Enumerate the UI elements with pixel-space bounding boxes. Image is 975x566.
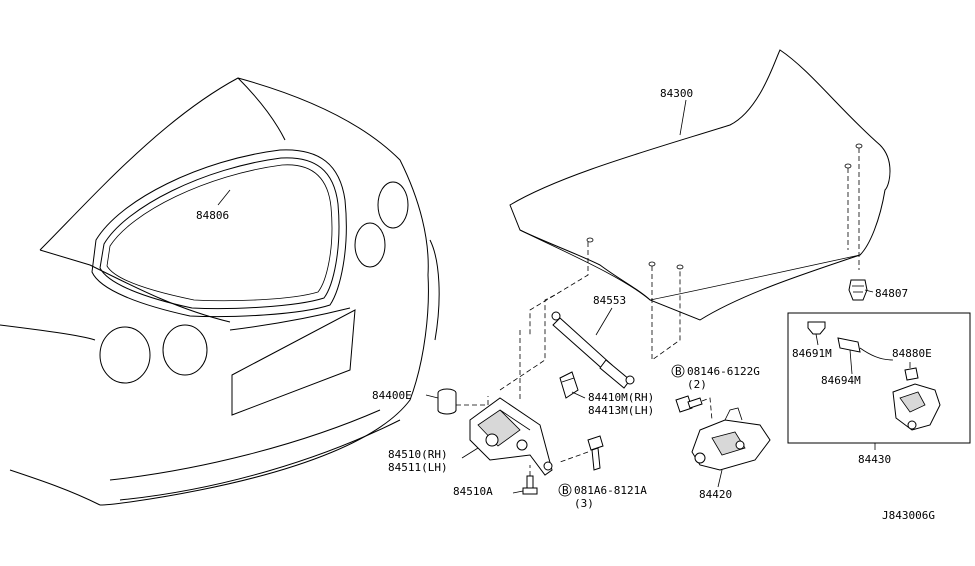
bolt-08146 xyxy=(675,395,703,413)
label-84420: 84420 xyxy=(699,488,732,501)
label-bolt1-qty: (3) xyxy=(574,497,594,510)
kit-parts xyxy=(807,321,941,431)
license-plate-recess xyxy=(231,309,356,416)
label-84691m: 84691M xyxy=(792,347,832,360)
label-84430: 84430 xyxy=(858,453,891,466)
gas-strut-84553 xyxy=(551,311,635,389)
label-84694m: 84694M xyxy=(821,374,861,387)
bolt-symbol-2: B xyxy=(671,364,685,378)
label-84300: 84300 xyxy=(660,87,693,100)
tail-lights xyxy=(99,181,409,384)
label-bolt1-code: 081A6-8121A xyxy=(574,484,647,497)
bolt-symbol-1: B xyxy=(558,483,572,497)
bolt-symbol-2-text: B xyxy=(675,365,682,378)
label-bolt2-code: 08146-6122G xyxy=(687,365,760,378)
bolt-081a6 xyxy=(587,435,604,471)
label-leaders xyxy=(217,99,911,494)
label-84553: 84553 xyxy=(593,294,626,307)
trunk-lock-84420 xyxy=(691,407,771,471)
label-84510a: 84510A xyxy=(453,485,493,498)
label-bolt2-qty: (2) xyxy=(687,378,707,391)
label-84413m: 84413M(LH) xyxy=(588,404,654,417)
diagram-id: J843006G xyxy=(882,509,935,522)
label-84410m: 84410M(RH) xyxy=(588,391,654,404)
label-84400e: 84400E xyxy=(372,389,412,402)
label-84880e: 84880E xyxy=(892,347,932,360)
label-84807: 84807 xyxy=(875,287,908,300)
kit-box-84430 xyxy=(787,312,971,444)
trunk-leader-lines xyxy=(499,148,860,400)
trunk-opening-weatherstrip xyxy=(91,149,347,318)
label-84510: 84510(RH) xyxy=(388,448,448,461)
trunk-lid xyxy=(509,49,891,321)
hinge-bracket-84410m xyxy=(559,371,579,399)
bolt-84510a xyxy=(522,475,538,495)
clip-84807 xyxy=(848,279,868,301)
trunk-hinge-84510 xyxy=(469,397,553,476)
label-84806: 84806 xyxy=(196,209,229,222)
bolt-symbol-1-text: B xyxy=(562,484,569,497)
label-84511: 84511(LH) xyxy=(388,461,448,474)
bumper-84400e xyxy=(437,388,457,415)
car-rear-body xyxy=(0,77,440,506)
